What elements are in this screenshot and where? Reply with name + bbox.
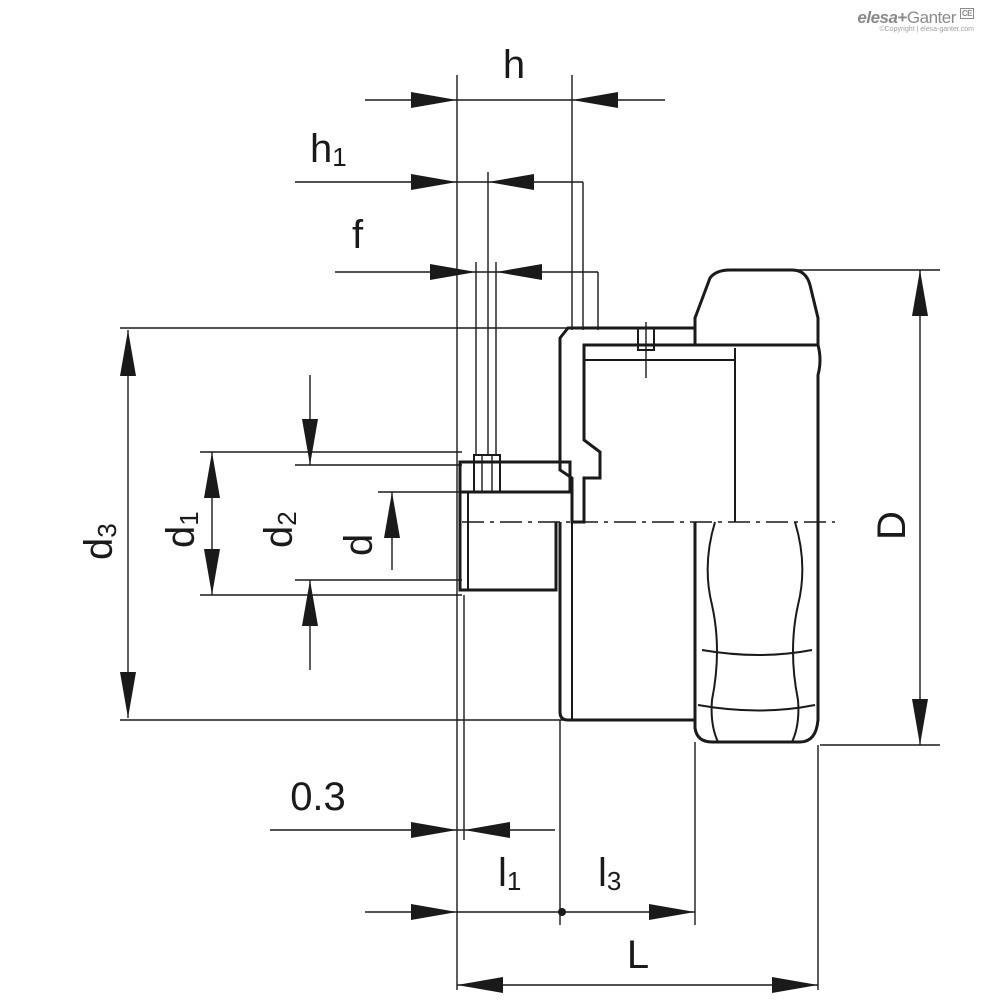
label-d1: d1 xyxy=(159,511,204,548)
label-l3: l3 xyxy=(598,851,621,896)
dimension-labels: h h1 f d3 d1 d2 d D 0.3 l1 l3 L xyxy=(77,43,914,977)
ce-mark: CE xyxy=(959,8,974,19)
label-d3: d3 xyxy=(77,523,122,560)
brand-plus: + xyxy=(897,8,907,27)
knob-part xyxy=(458,268,835,744)
label-f: f xyxy=(352,213,364,257)
threaded-bushing xyxy=(458,460,572,494)
label-gap: 0.3 xyxy=(290,775,346,819)
label-l1: l1 xyxy=(498,851,521,896)
knurled-grip-section xyxy=(693,268,820,347)
brand-ganter: Ganter xyxy=(906,8,956,27)
label-h: h xyxy=(503,43,525,87)
label-d2: d2 xyxy=(257,511,302,548)
dimension-lines xyxy=(120,92,928,993)
brand-elesa: elesa xyxy=(857,8,898,27)
knob-outer-profile xyxy=(693,344,822,744)
shaft-spigot xyxy=(458,492,558,592)
knob-lower-body xyxy=(558,522,697,722)
label-L: L xyxy=(627,933,649,977)
label-h1: h1 xyxy=(310,127,347,172)
label-D: D xyxy=(870,511,914,540)
brand-copyright: ©Copyright | elesa-ganter.com xyxy=(879,26,974,33)
label-d: d xyxy=(337,534,381,556)
hub-shell-section xyxy=(558,326,697,524)
